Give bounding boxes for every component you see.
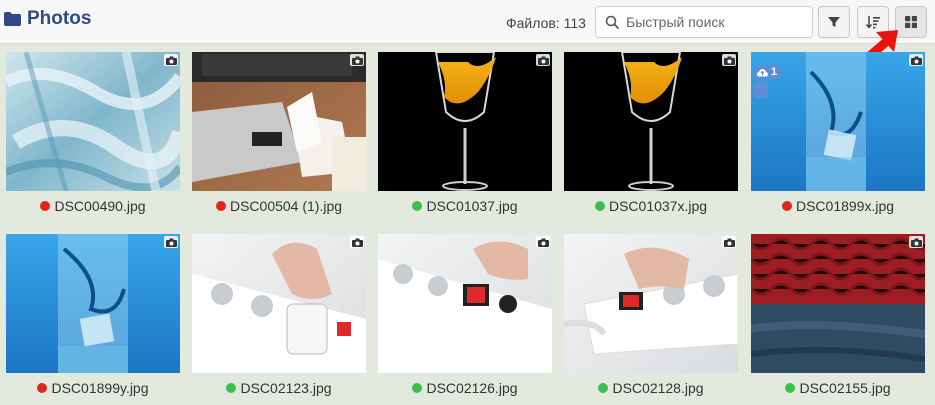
cloud-upload-icon — [757, 68, 768, 76]
filter-icon — [828, 17, 840, 27]
camera-icon — [536, 54, 550, 66]
photo-tile[interactable]: DSC02126.jpg — [378, 234, 552, 402]
status-dot — [215, 201, 226, 211]
grid-icon — [905, 16, 917, 28]
camera-icon — [722, 236, 736, 248]
photo-tile[interactable]: 1 DSC01899x.jpg — [751, 52, 925, 220]
photo-image — [751, 234, 925, 373]
photo-filename: DSC00504 (1).jpg — [192, 198, 366, 214]
status-dot — [781, 201, 792, 211]
photo-image — [378, 52, 552, 191]
photo-thumbnail[interactable] — [378, 234, 552, 373]
folder-icon — [4, 12, 21, 26]
photo-thumbnail[interactable] — [378, 52, 552, 191]
photo-tile[interactable]: DSC01037.jpg — [378, 52, 552, 220]
status-dot — [40, 201, 51, 211]
camera-icon — [350, 236, 364, 248]
toolbar: Photos Файлов: 113 — [0, 0, 935, 44]
photo-filename: DSC01037.jpg — [378, 198, 552, 214]
photo-thumbnail[interactable] — [6, 52, 180, 191]
filter-button[interactable] — [818, 6, 850, 38]
camera-icon — [909, 236, 923, 248]
camera-icon — [164, 236, 178, 248]
photo-thumbnail[interactable]: 1 — [751, 52, 925, 191]
photo-image — [751, 52, 925, 191]
tag-marker — [754, 82, 768, 98]
status-dot — [412, 383, 423, 393]
status-dot — [412, 201, 423, 211]
grid-view-button[interactable] — [895, 6, 927, 38]
photo-tile[interactable]: DSC02123.jpg — [192, 234, 366, 402]
photo-image — [6, 52, 180, 191]
photo-thumbnail[interactable] — [751, 234, 925, 373]
photo-thumbnail[interactable] — [192, 234, 366, 373]
photo-tile[interactable]: DSC01899y.jpg — [6, 234, 180, 402]
photo-tile[interactable]: DSC01037x.jpg — [564, 52, 738, 220]
search-icon — [605, 15, 619, 29]
photo-filename: DSC01037x.jpg — [564, 198, 738, 214]
camera-icon — [909, 54, 923, 66]
photo-thumbnail[interactable] — [564, 52, 738, 191]
status-dot — [594, 201, 605, 211]
status-dot — [37, 383, 48, 393]
photo-filename: DSC02126.jpg — [378, 380, 552, 396]
file-count: Файлов: 113 — [506, 15, 586, 31]
camera-icon — [164, 54, 178, 66]
photo-image — [192, 234, 366, 373]
photo-tile[interactable]: DSC00490.jpg — [6, 52, 180, 220]
cloud-badge: 1 — [754, 65, 782, 79]
photo-image — [378, 234, 552, 373]
quick-search[interactable] — [595, 6, 813, 38]
photo-filename: DSC01899y.jpg — [6, 380, 180, 396]
camera-icon — [536, 236, 550, 248]
photo-thumbnail[interactable] — [564, 234, 738, 373]
photo-thumbnail[interactable] — [192, 52, 366, 191]
camera-icon — [722, 54, 736, 66]
photo-tile[interactable]: DSC02155.jpg — [751, 234, 925, 402]
photo-filename: DSC02128.jpg — [564, 380, 738, 396]
photo-tile[interactable]: DSC00504 (1).jpg — [192, 52, 366, 220]
photo-image — [564, 52, 738, 191]
status-dot — [226, 383, 237, 393]
status-dot — [785, 383, 796, 393]
photo-image — [6, 234, 180, 373]
page-title-text: Photos — [27, 8, 92, 29]
photo-thumbnail[interactable] — [6, 234, 180, 373]
search-input[interactable] — [626, 14, 806, 30]
photo-filename: DSC00490.jpg — [6, 198, 180, 214]
page-title: Photos — [4, 8, 91, 30]
photo-image — [192, 52, 366, 191]
camera-icon — [350, 54, 364, 66]
photo-filename: DSC02123.jpg — [192, 380, 366, 396]
photo-image — [564, 234, 738, 373]
photo-filename: DSC02155.jpg — [751, 380, 925, 396]
sort-icon — [865, 16, 880, 29]
status-dot — [598, 383, 609, 393]
photo-filename: DSC01899x.jpg — [751, 198, 925, 214]
photo-tile[interactable]: DSC02128.jpg — [564, 234, 738, 402]
